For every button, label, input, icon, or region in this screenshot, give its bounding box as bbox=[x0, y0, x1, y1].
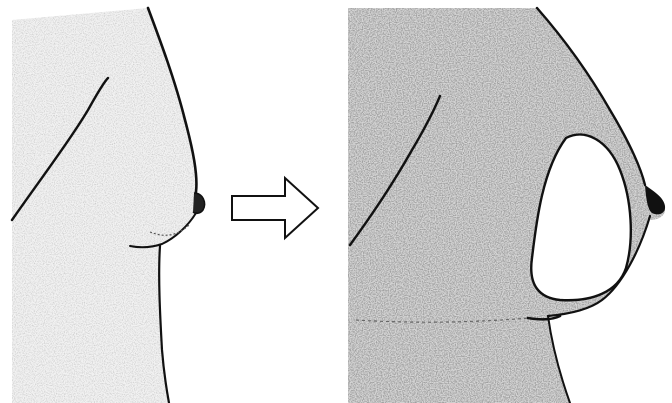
before-nipple bbox=[193, 193, 205, 213]
right-arrow-icon bbox=[232, 178, 318, 238]
before-torso-texture bbox=[12, 8, 204, 403]
after-panel bbox=[348, 8, 665, 403]
before-panel bbox=[12, 8, 205, 403]
